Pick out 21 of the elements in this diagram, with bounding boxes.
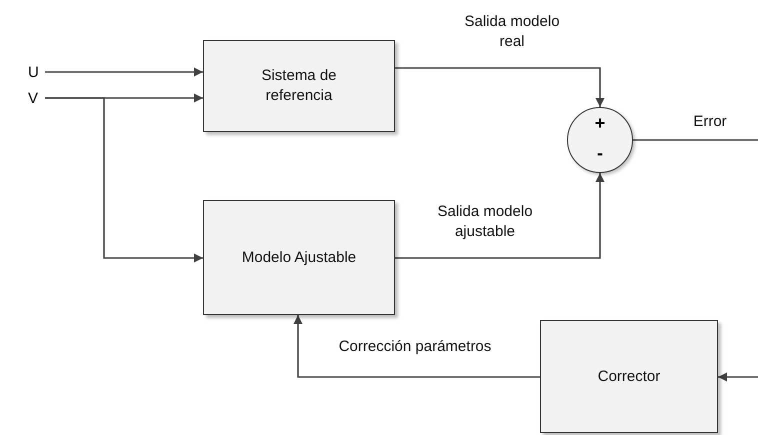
- block-box: [203, 40, 395, 132]
- arrow: [45, 68, 203, 76]
- edge-label: Error: [692, 112, 728, 132]
- block-label: Modelo Ajustable: [240, 248, 358, 268]
- edge-label: Salida modelo ajustable: [436, 202, 534, 242]
- block-label: Sistema de referencia: [260, 66, 338, 106]
- arrow: [395, 67, 604, 107]
- arrow: [718, 372, 758, 382]
- block-box: [540, 320, 718, 433]
- connector-line: [633, 139, 758, 141]
- arrow: [294, 315, 540, 378]
- block-box: [203, 200, 395, 315]
- arrow: [395, 173, 604, 259]
- input-label: V: [28, 90, 42, 108]
- arrow: [45, 97, 203, 262]
- edge-label: Salida modelo real: [463, 12, 561, 52]
- block-label: Corrector: [596, 366, 662, 386]
- input-label: U: [28, 64, 42, 82]
- edge-label: Corrección parámetros: [338, 337, 492, 357]
- sign: -: [596, 144, 604, 162]
- sign: +: [594, 114, 606, 132]
